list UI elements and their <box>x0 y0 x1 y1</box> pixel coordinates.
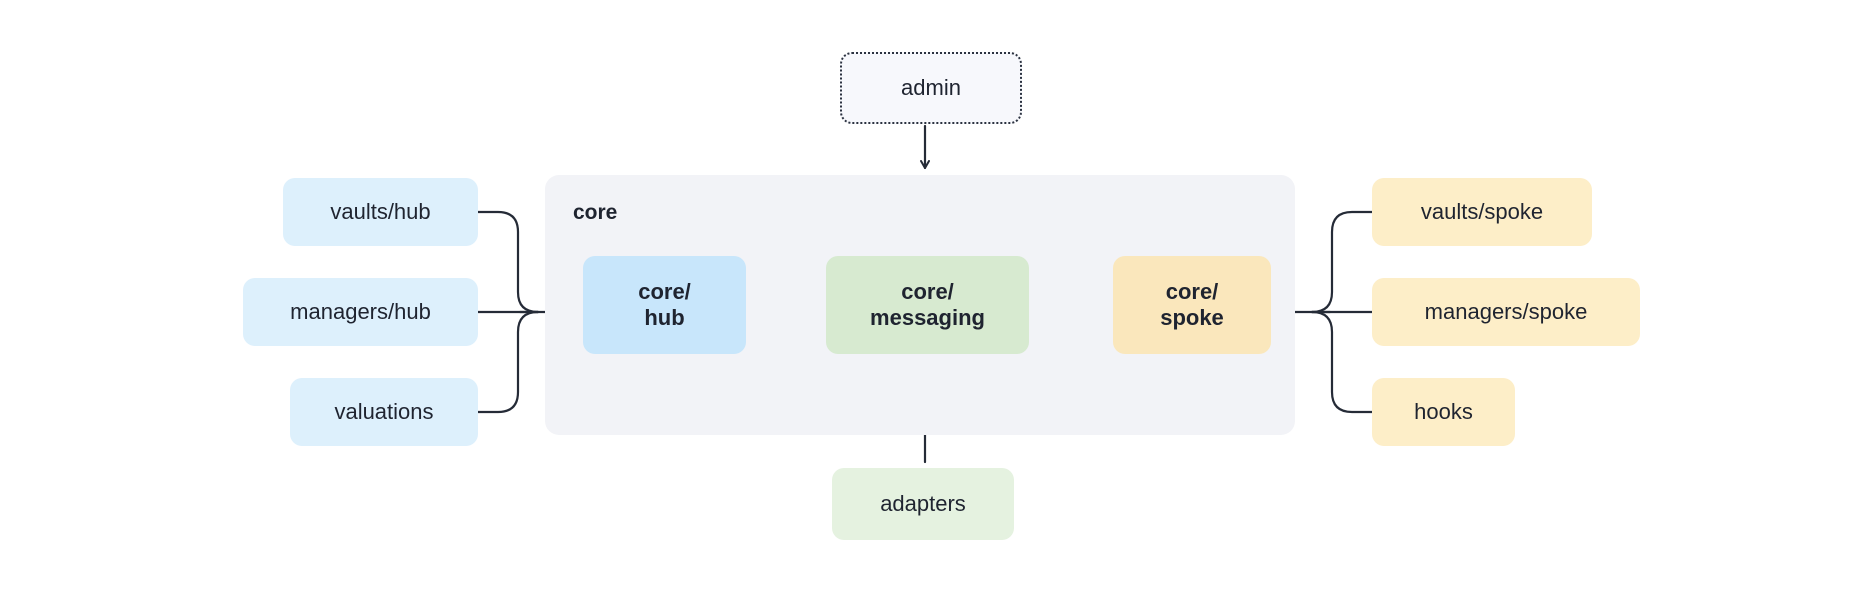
node-valuations[interactable]: valuations <box>290 378 478 446</box>
node-vaults-hub[interactable]: vaults/hub <box>283 178 478 246</box>
edge-vaults-hub-to-bus <box>476 210 540 314</box>
edge-valuations-to-bus <box>476 310 540 414</box>
node-admin[interactable]: admin <box>840 52 1022 124</box>
node-core-spoke[interactable]: core/ spoke <box>1113 256 1271 354</box>
edge-hooks-to-bus <box>1310 310 1374 414</box>
edge-vaults-spoke-to-bus <box>1310 210 1374 314</box>
node-managers-hub[interactable]: managers/hub <box>243 278 478 346</box>
node-adapters[interactable]: adapters <box>832 468 1014 540</box>
group-core-label: core <box>573 201 618 224</box>
node-core-messaging[interactable]: core/ messaging <box>826 256 1029 354</box>
node-hooks[interactable]: hooks <box>1372 378 1515 446</box>
node-core-hub[interactable]: core/ hub <box>583 256 746 354</box>
node-managers-spoke[interactable]: managers/spoke <box>1372 278 1640 346</box>
node-vaults-spoke[interactable]: vaults/spoke <box>1372 178 1592 246</box>
